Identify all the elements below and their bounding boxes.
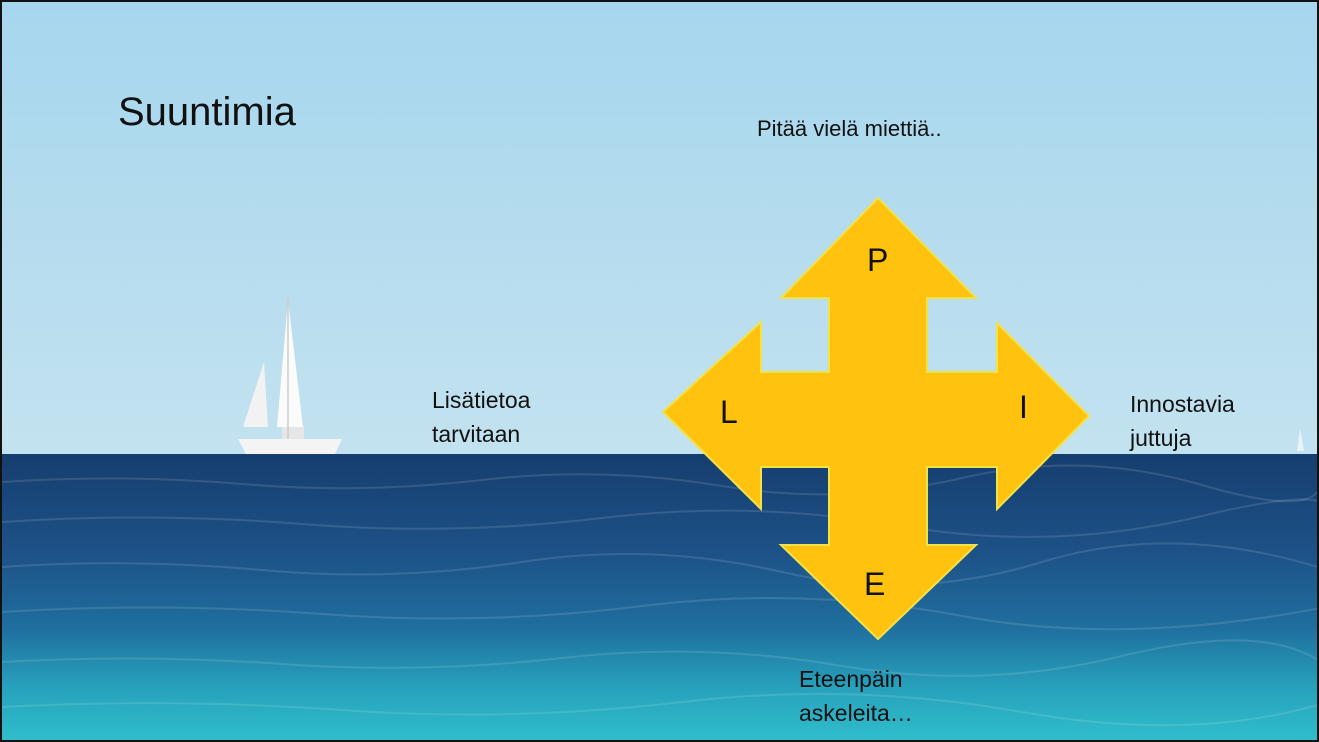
caption-right: Innostavia juttuja <box>1130 387 1235 455</box>
direction-arrows <box>661 196 1091 641</box>
caption-down-line-1: Eteenpäin <box>799 666 903 692</box>
sky <box>2 2 1317 455</box>
slide-title: Suuntimia <box>118 90 296 134</box>
sailboat <box>238 298 342 454</box>
distant-sail <box>1297 428 1304 451</box>
caption-left-line-1: Lisätietoa <box>432 387 531 413</box>
arrow-letter-right: I <box>1019 389 1028 425</box>
caption-left: Lisätietoa tarvitaan <box>432 383 530 451</box>
caption-left-line-2: tarvitaan <box>432 421 521 447</box>
arrow-letter-up: P <box>867 242 889 278</box>
wave-lines <box>2 464 1317 727</box>
arrow-letter-down: E <box>864 566 886 602</box>
caption-up: Pitää vielä miettiä.. <box>757 116 942 141</box>
caption-down: Eteenpäin askeleita… <box>799 662 913 730</box>
caption-down-line-2: askeleita… <box>799 700 913 726</box>
caption-right-line-1: Innostavia <box>1130 391 1235 417</box>
caption-right-line-2: juttuja <box>1130 425 1192 451</box>
arrow-letter-left: L <box>720 394 738 430</box>
sea <box>2 454 1317 740</box>
